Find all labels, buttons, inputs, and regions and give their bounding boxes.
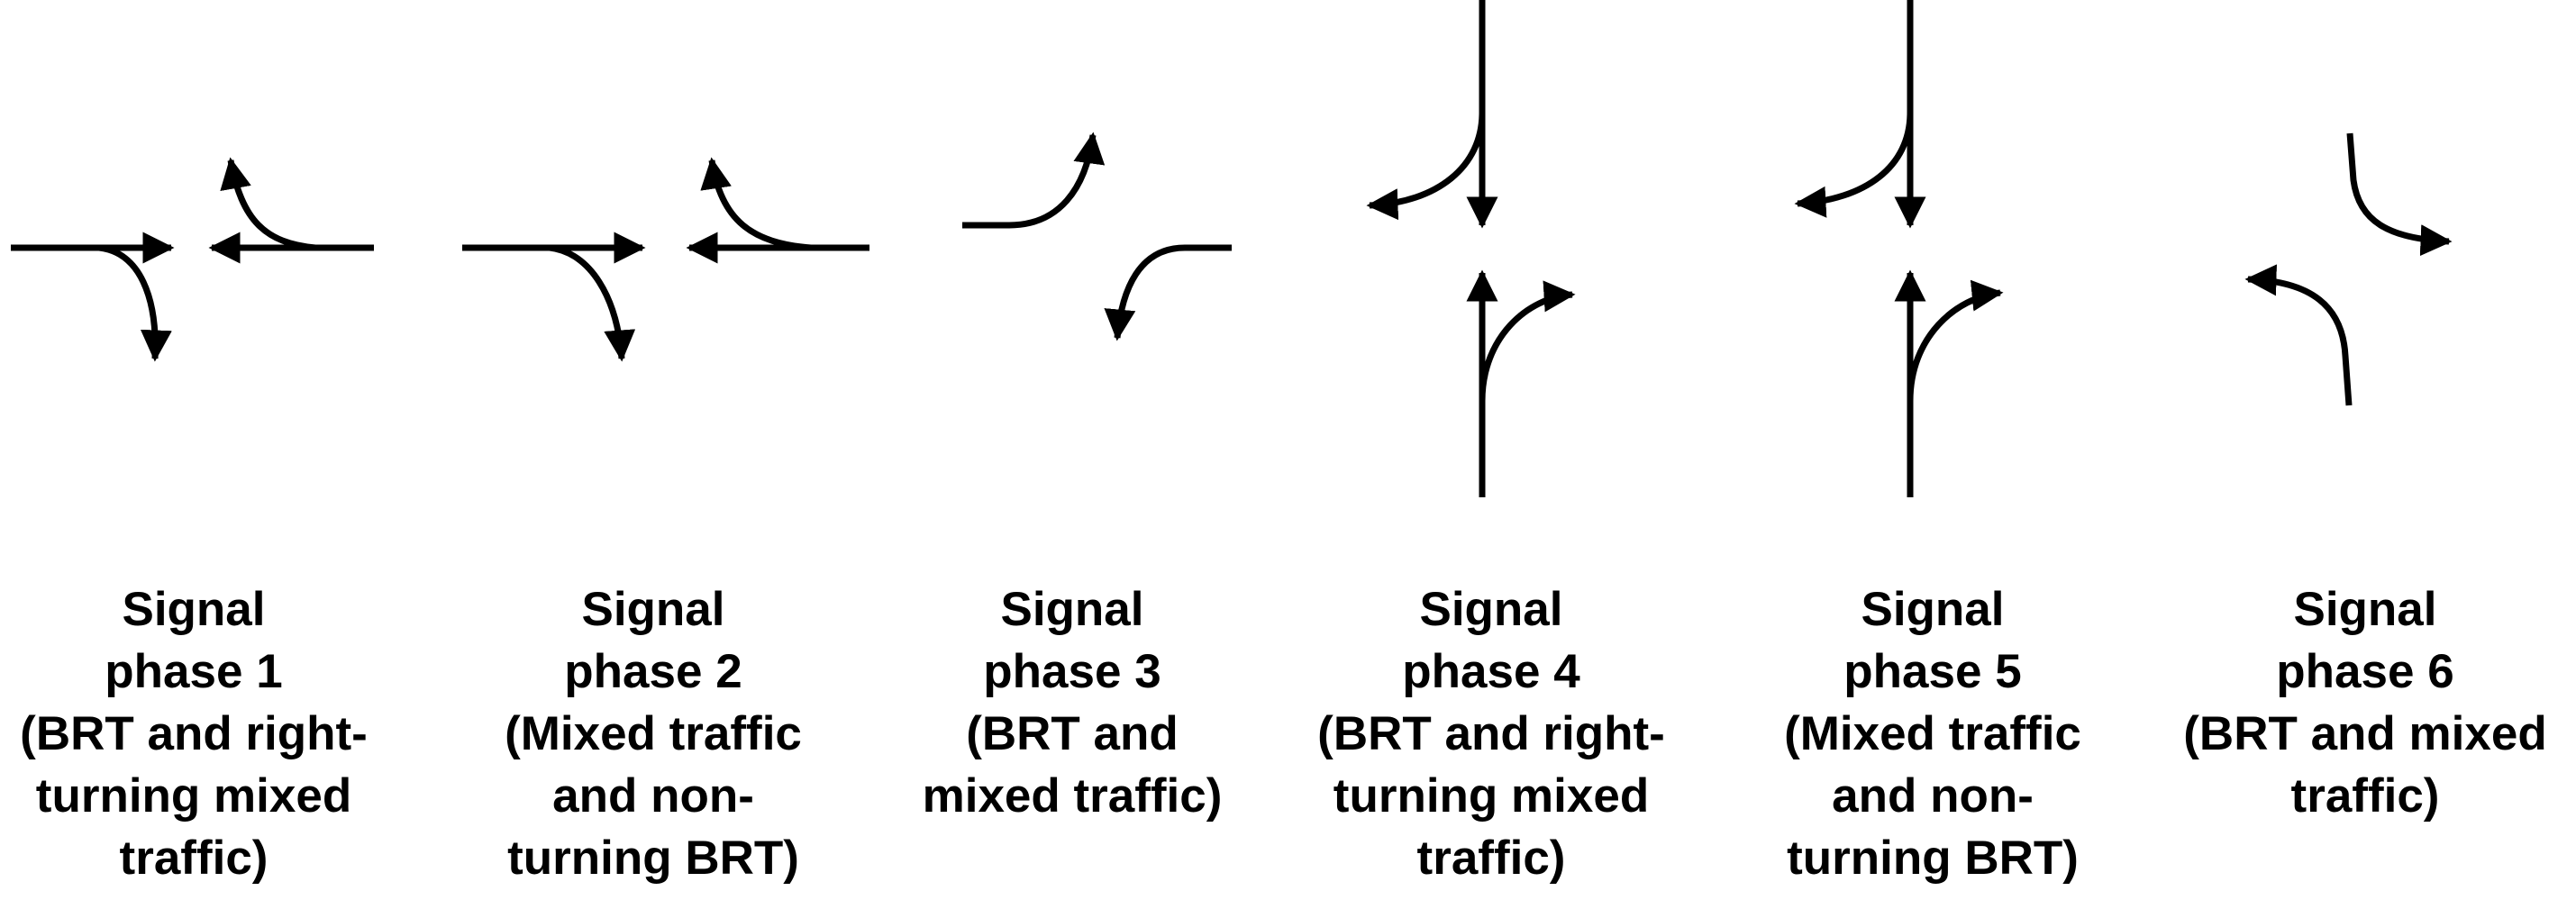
phase-4-label-line-2: phase 4: [1402, 645, 1580, 698]
phase-6-label-line-3: (BRT and mixed: [2183, 707, 2547, 760]
phase-4-label-line-5: traffic): [1416, 832, 1566, 885]
phase-4-movements: [1366, 0, 1576, 497]
phase-4-label: Signal phase 4 (BRT and right- turning m…: [1302, 578, 1680, 889]
phase-2-westbound-right-turn-arrow: [700, 157, 812, 251]
phase-3-label-line-2: phase 3: [983, 645, 1161, 698]
phase-5-label-line-3: (Mixed traffic: [1784, 707, 2081, 760]
phase-2-eastbound-right-turn-arrow: [549, 244, 636, 362]
phase-6-southbound-left-turn-arrow: [2346, 132, 2453, 257]
phase-1-label-line-4: turning mixed: [35, 769, 352, 823]
phase-1-eastbound-right-turn-arrow: [98, 244, 172, 362]
phase-2-label-line-4: and non-: [552, 769, 754, 823]
phase-6-label: Signal phase 6 (BRT and mixed traffic): [2176, 578, 2554, 827]
phase-3-label: Signal phase 3 (BRT and mixed traffic): [883, 578, 1261, 827]
phase-4-label-line-1: Signal: [1419, 583, 1563, 636]
phase-3-eastbound-left-turn-arrow: [962, 132, 1106, 229]
phase-3-westbound-left-turn-arrow: [1104, 244, 1232, 341]
phase-3-label-line-4: mixed traffic): [922, 769, 1223, 823]
phase-1-label: Signal phase 1 (BRT and right- turning m…: [5, 578, 383, 889]
phase-4-label-line-3: (BRT and right-: [1317, 707, 1665, 760]
phase-1-label-line-5: traffic): [119, 832, 269, 885]
phase-6-label-line-4: traffic): [2290, 769, 2440, 823]
phase-5-movements: [1794, 0, 2004, 497]
phase-2-label-line-1: Signal: [581, 583, 725, 636]
phase-1-westbound-right-turn-arrow: [220, 157, 316, 251]
phase-6-label-line-2: phase 6: [2276, 645, 2454, 698]
phase-6-label-line-1: Signal: [2293, 583, 2437, 636]
phase-5-southbound-right-turn-arrow: [1794, 112, 1914, 218]
phase-5-label-line-1: Signal: [1861, 583, 2005, 636]
phase-6-northbound-left-turn-arrow: [2244, 264, 2353, 406]
phase-3-label-line-3: (BRT and: [966, 707, 1179, 760]
phase-5-label: Signal phase 5 (Mixed traffic and non- t…: [1743, 578, 2122, 889]
phase-4-southbound-right-turn-arrow: [1366, 112, 1486, 221]
phase-5-label-line-5: turning BRT): [1787, 832, 2079, 885]
phase-2-label-line-3: (Mixed traffic: [505, 707, 802, 760]
phase-2-label-line-2: phase 2: [564, 645, 742, 698]
phase-2-label: Signal phase 2 (Mixed traffic and non- t…: [464, 578, 842, 889]
phase-1-label-line-3: (BRT and right-: [20, 707, 368, 760]
phase-5-northbound-right-turn-arrow: [1907, 279, 2004, 402]
phase-6-movements: [2244, 132, 2453, 406]
phase-1-label-line-2: phase 1: [105, 645, 283, 698]
phase-3-label-line-1: Signal: [1000, 583, 1144, 636]
phase-5-label-line-4: and non-: [1832, 769, 2034, 823]
phase-3-movements: [962, 132, 1232, 341]
phase-4-northbound-right-turn-arrow: [1479, 280, 1576, 402]
phase-2-label-line-5: turning BRT): [507, 832, 799, 885]
phase-2-movements: [462, 157, 869, 362]
phase-1-movements: [11, 157, 374, 362]
phase-1-label-line-1: Signal: [122, 583, 266, 636]
phase-4-label-line-4: turning mixed: [1333, 769, 1650, 823]
phase-5-label-line-2: phase 5: [1843, 645, 2022, 698]
